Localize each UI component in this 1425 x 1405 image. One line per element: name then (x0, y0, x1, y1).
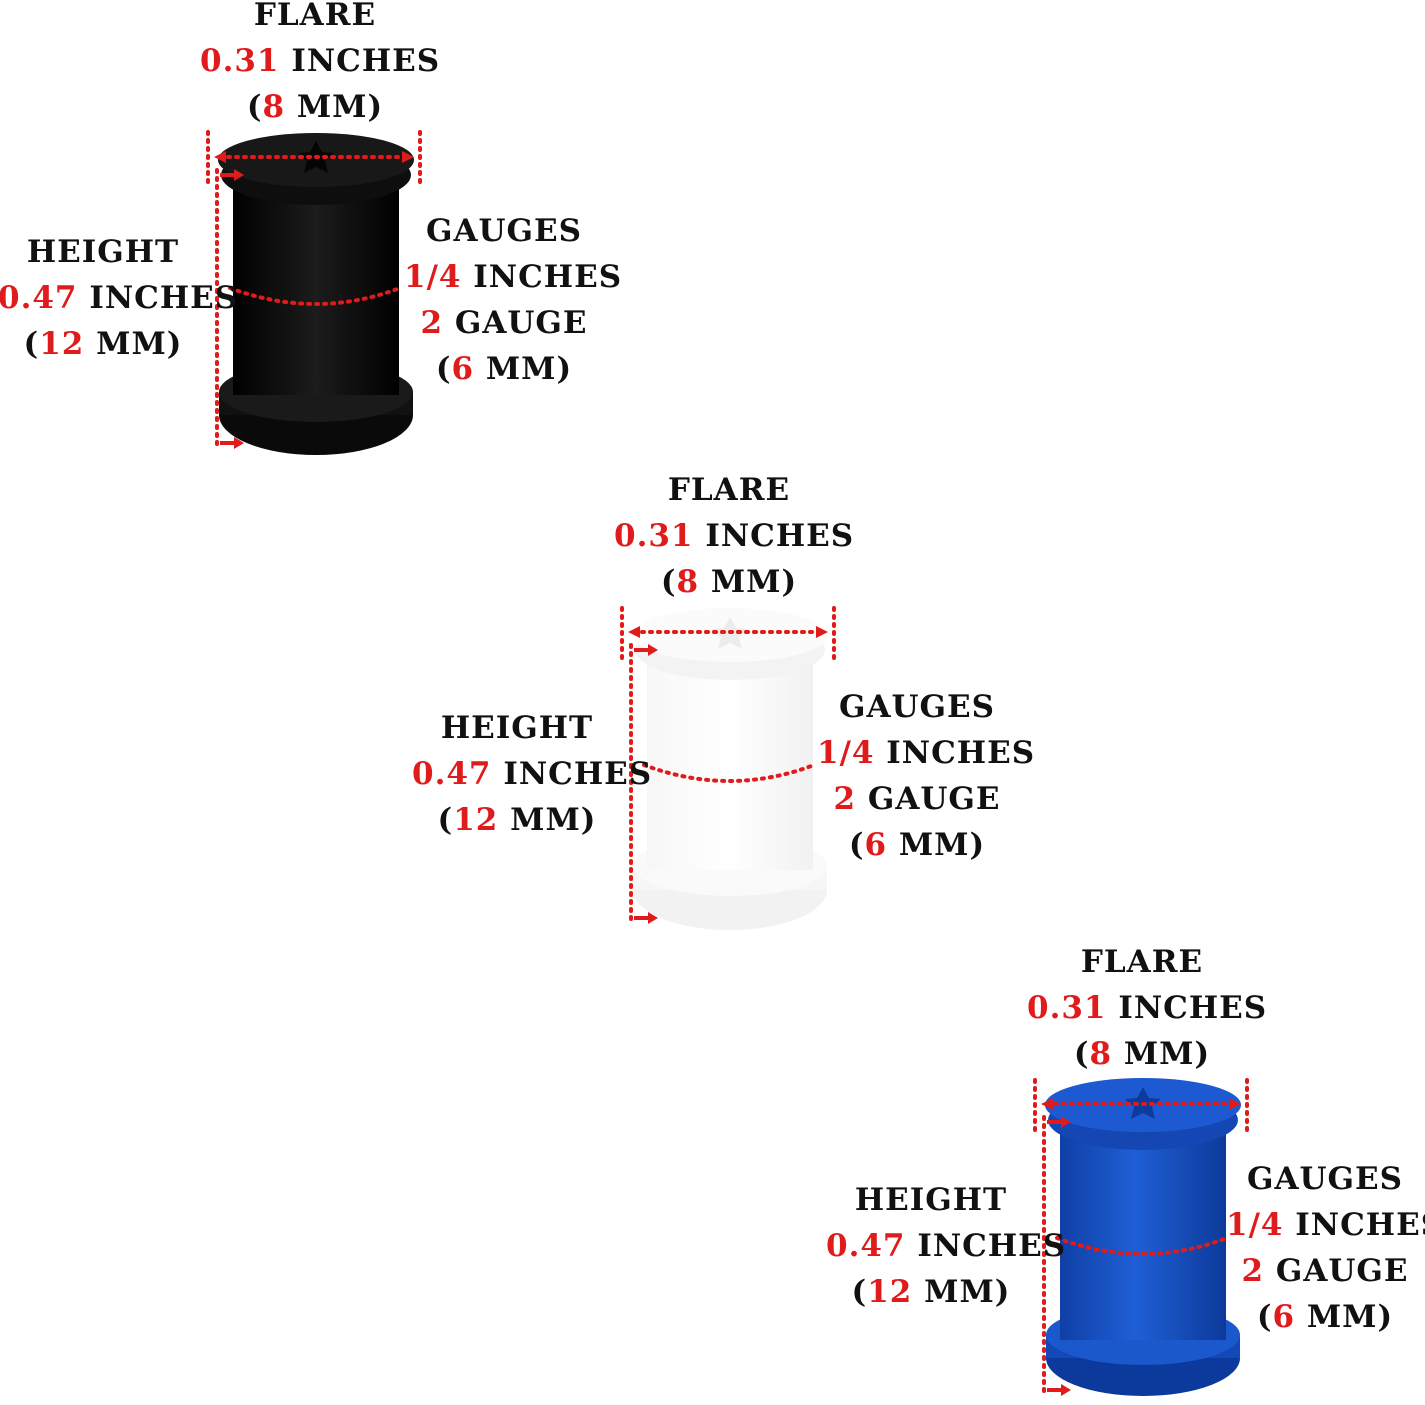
flare-inches: 0.31 INCHES (1027, 985, 1266, 1031)
blue-plug-dimension-lines (1033, 1078, 1249, 1396)
white-plug (632, 608, 828, 930)
flare-mm: (8 MM) (200, 84, 430, 130)
height-inch-value: 0.47 (0, 280, 78, 316)
gauges-mm-unit: MM) (887, 827, 986, 863)
gauges-mm: (6 MM) (1226, 1294, 1424, 1340)
flare-mm-unit: MM) (285, 89, 384, 125)
height-mm: (12 MM) (412, 797, 622, 843)
flare-inch-unit: INCHES (1118, 990, 1268, 1026)
gauges-inch-unit: INCHES (1295, 1207, 1425, 1243)
paren-open: ( (660, 564, 677, 600)
height-inch-value: 0.47 (412, 756, 492, 792)
gauges-mm: (6 MM) (404, 346, 604, 392)
flare-inches: 0.31 INCHES (614, 513, 853, 559)
flare-title: FLARE (667, 472, 791, 508)
gauge-unit: GAUGE (1275, 1253, 1409, 1289)
gauge-unit: GAUGE (454, 305, 588, 341)
flare-title: FLARE (1080, 944, 1204, 980)
height-mm-value: 12 (867, 1274, 913, 1310)
white-flare-label: FLARE 0.31 INCHES (8 MM) (614, 467, 853, 605)
flare-inch-unit: INCHES (705, 518, 855, 554)
height-inches: 0.47 INCHES (412, 751, 651, 797)
gauge-value: 2 (1241, 1253, 1265, 1289)
flare-inch-value: 0.31 (614, 518, 694, 554)
gauges-inch-value: 1/4 (404, 259, 462, 295)
gauges-gauge: 2 GAUGE (817, 776, 1017, 822)
gauges-title: GAUGES (1246, 1161, 1404, 1197)
white-height-label: HEIGHT 0.47 INCHES (12 MM) (412, 705, 651, 843)
gauge-value: 2 (833, 781, 857, 817)
paren-open: ( (23, 326, 40, 362)
paren-open: ( (851, 1274, 868, 1310)
white-plug-dimension-lines (620, 606, 836, 924)
height-inches: 0.47 INCHES (826, 1223, 1065, 1269)
flare-mm-unit: MM) (699, 564, 798, 600)
paren-open: ( (246, 89, 263, 125)
gauges-mm-unit: MM) (474, 351, 573, 387)
gauges-gauge: 2 GAUGE (404, 300, 604, 346)
black-gauges-label: GAUGES 1/4 INCHES 2 GAUGE (6 MM) (404, 208, 621, 392)
flare-inches: 0.31 INCHES (200, 38, 439, 84)
gauges-mm-value: 6 (451, 351, 475, 387)
paren-open: ( (437, 802, 454, 838)
height-inch-unit: INCHES (917, 1228, 1067, 1264)
blue-height-label: HEIGHT 0.47 INCHES (12 MM) (826, 1177, 1065, 1315)
gauges-title: GAUGES (425, 213, 583, 249)
height-title: HEIGHT (440, 710, 594, 746)
height-mm-value: 12 (453, 802, 499, 838)
gauge-value: 2 (420, 305, 444, 341)
paren-open: ( (1256, 1299, 1273, 1335)
black-height-label: HEIGHT 0.47 INCHES (12 MM) (0, 229, 237, 367)
white-gauges-label: GAUGES 1/4 INCHES 2 GAUGE (6 MM) (817, 684, 1034, 868)
flare-inch-value: 0.31 (1027, 990, 1107, 1026)
gauges-inch-unit: INCHES (886, 735, 1036, 771)
height-mm-value: 12 (39, 326, 85, 362)
gauges-inches: 1/4 INCHES (404, 254, 621, 300)
gauges-inch-unit: INCHES (473, 259, 623, 295)
black-plug (218, 133, 414, 455)
blue-gauges-label: GAUGES 1/4 INCHES 2 GAUGE (6 MM) (1226, 1156, 1425, 1340)
gauges-inch-value: 1/4 (817, 735, 875, 771)
height-title: HEIGHT (26, 234, 180, 270)
flare-mm-unit: MM) (1112, 1036, 1211, 1072)
paren-open: ( (1073, 1036, 1090, 1072)
flare-mm-value: 8 (1089, 1036, 1113, 1072)
gauges-gauge: 2 GAUGE (1226, 1248, 1424, 1294)
height-mm: (12 MM) (0, 321, 208, 367)
black-flare-label: FLARE 0.31 INCHES (8 MM) (200, 0, 439, 130)
blue-plug (1045, 1078, 1241, 1396)
height-mm-unit: MM) (84, 326, 183, 362)
height-inches: 0.47 INCHES (0, 275, 237, 321)
gauges-mm-value: 6 (1272, 1299, 1296, 1335)
flare-mm-value: 8 (676, 564, 700, 600)
black-plug-dimension-lines (206, 130, 422, 449)
height-inch-unit: INCHES (503, 756, 653, 792)
height-mm-unit: MM) (498, 802, 597, 838)
height-mm: (12 MM) (826, 1269, 1036, 1315)
flare-title: FLARE (253, 0, 377, 33)
flare-inch-value: 0.31 (200, 43, 280, 79)
height-title: HEIGHT (854, 1182, 1008, 1218)
height-inch-unit: INCHES (89, 280, 239, 316)
gauges-title: GAUGES (838, 689, 996, 725)
gauges-mm-value: 6 (864, 827, 888, 863)
gauges-inches: 1/4 INCHES (1226, 1202, 1425, 1248)
gauges-inch-value: 1/4 (1226, 1207, 1284, 1243)
paren-open: ( (848, 827, 865, 863)
flare-mm: (8 MM) (614, 559, 844, 605)
gauges-mm-unit: MM) (1295, 1299, 1394, 1335)
blue-flare-label: FLARE 0.31 INCHES (8 MM) (1027, 939, 1266, 1077)
height-inch-value: 0.47 (826, 1228, 906, 1264)
flare-inch-unit: INCHES (291, 43, 441, 79)
height-mm-unit: MM) (912, 1274, 1011, 1310)
flare-mm-value: 8 (262, 89, 286, 125)
flare-mm: (8 MM) (1027, 1031, 1257, 1077)
gauges-mm: (6 MM) (817, 822, 1017, 868)
gauge-unit: GAUGE (867, 781, 1001, 817)
gauges-inches: 1/4 INCHES (817, 730, 1034, 776)
paren-open: ( (435, 351, 452, 387)
